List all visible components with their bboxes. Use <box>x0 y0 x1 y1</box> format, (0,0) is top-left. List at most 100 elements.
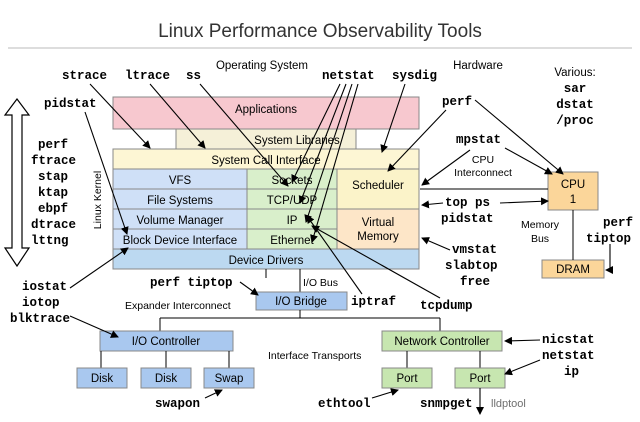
arrow-tiptop-dram <box>605 244 613 274</box>
tool-dstat: dstat <box>556 98 594 112</box>
label-linux-kernel: Linux Kernel <box>92 171 104 229</box>
tool-swapon: swapon <box>155 397 200 411</box>
arrow-ss <box>199 83 289 187</box>
file-systems-label: File Systems <box>147 195 213 207</box>
arrow-netstat-port <box>504 359 541 376</box>
tool-stap: stap <box>38 170 68 184</box>
io-controller-label: I/O Controller <box>132 336 201 348</box>
arrow-netstat-tcp <box>298 83 347 204</box>
label-various: Various: <box>554 67 595 79</box>
box-tcp-udp: TCP/UDP <box>246 188 338 210</box>
arrow-ltrace <box>149 83 206 149</box>
arrow-tcpdump <box>311 225 441 299</box>
ethernet-label: Ethernet <box>270 235 314 247</box>
tool-ss: ss <box>186 69 201 83</box>
box-scheduler: Scheduler <box>336 168 420 210</box>
cpu-label-1: CPU <box>561 179 585 191</box>
tool-perf-dram: perf <box>603 216 633 230</box>
box-applications: Applications <box>112 96 420 130</box>
arrow-topps <box>421 200 444 209</box>
tool-snmpget: snmpget <box>420 397 473 411</box>
label-operating-system: Operating System <box>216 60 308 72</box>
box-block-device-interface: Block Device Interface <box>112 228 248 250</box>
arrow-netstat-ip <box>304 83 353 223</box>
tool-arrows <box>69 83 613 415</box>
arrow-perf-cpu <box>474 99 564 175</box>
label-expander-interconnect: Expander Interconnect <box>125 300 231 312</box>
cpu-label-2: 1 <box>570 194 576 206</box>
tool-proc: /proc <box>556 114 594 128</box>
arrow-sysdig <box>380 83 406 153</box>
port-1-label: Port <box>396 373 418 385</box>
label-hardware: Hardware <box>453 60 503 72</box>
disk-1-label: Disk <box>91 373 114 385</box>
tool-sar: sar <box>564 82 587 96</box>
tool-vmstat: vmstat <box>452 243 497 257</box>
box-io-controller: I/O Controller <box>99 330 234 352</box>
tool-lttng: lttng <box>31 234 69 248</box>
arrow-mpstat-scheduler <box>421 149 471 186</box>
box-ip: IP <box>246 208 338 230</box>
port-2-label: Port <box>469 373 491 385</box>
tool-perf-right: perf <box>442 95 472 109</box>
box-file-systems: File Systems <box>112 188 248 210</box>
label-cpu-interconnect-1: CPU <box>472 154 494 166</box>
box-network-controller: Network Controller <box>381 330 503 352</box>
kernel-span-double-arrow <box>3 98 31 268</box>
diagram-title: Linux Performance Observability Tools <box>158 21 482 42</box>
tool-ebpf: ebpf <box>38 202 68 216</box>
arrow-pidstat-left <box>84 111 129 235</box>
arrow-mpstat-cpu <box>504 147 553 175</box>
arrow-ethtool <box>371 388 399 399</box>
arrow-blktrace <box>69 315 119 338</box>
tool-top-ps: top ps <box>445 196 490 210</box>
tool-lldptool: lldptool <box>491 398 526 410</box>
tool-tcpdump: tcpdump <box>420 299 473 313</box>
tool-iostat: iostat <box>22 280 67 294</box>
swap-label: Swap <box>215 373 244 385</box>
applications-label: Applications <box>235 104 297 116</box>
box-volume-manager: Volume Manager <box>112 208 248 230</box>
arrow-perf-scheduler <box>387 109 447 172</box>
block-device-interface-label: Block Device Interface <box>123 235 237 247</box>
disk-2-label: Disk <box>155 373 178 385</box>
label-io-bus: I/O Bus <box>303 277 338 289</box>
tool-perf-left: perf <box>38 138 68 152</box>
box-vfs: VFS <box>112 168 248 190</box>
tool-ftrace: ftrace <box>31 154 76 168</box>
box-sockets: Sockets <box>246 168 338 190</box>
tool-tiptop-dram: tiptop <box>586 232 631 246</box>
label-memory-bus-2: Bus <box>531 233 549 245</box>
box-dram: DRAM <box>541 259 605 279</box>
tool-netstat-top: netstat <box>322 69 375 83</box>
box-disk-2: Disk <box>140 367 192 389</box>
tool-slabtop: slabtop <box>445 259 498 273</box>
dram-label: DRAM <box>556 264 590 276</box>
tool-pidstat-right: pidstat <box>441 212 494 226</box>
tool-nicstat: nicstat <box>542 333 595 347</box>
volume-manager-label: Volume Manager <box>137 215 224 227</box>
virtual-memory-label-2: Memory <box>357 231 399 243</box>
ip-label: IP <box>287 215 298 227</box>
box-swap: Swap <box>203 367 255 389</box>
box-port-1: Port <box>381 367 433 389</box>
label-memory-bus-1: Memory <box>521 219 560 231</box>
tcp-udp-label: TCP/UDP <box>267 195 318 207</box>
tool-dtrace: dtrace <box>31 218 76 232</box>
device-drivers-label: Device Drivers <box>229 255 304 267</box>
arrow-vmstat <box>421 237 451 251</box>
tool-ltrace: ltrace <box>125 69 170 83</box>
arrow-swapon <box>204 389 223 399</box>
tool-mpstat: mpstat <box>456 133 501 147</box>
tool-iptraf: iptraf <box>351 295 396 309</box>
arrow-netstat-sockets <box>291 83 341 183</box>
tool-ethtool: ethtool <box>318 397 371 411</box>
scheduler-label: Scheduler <box>352 180 404 192</box>
tool-ktap: ktap <box>38 186 68 200</box>
label-cpu-interconnect-2: Interconnect <box>454 167 512 179</box>
arrow-perf-tiptop-bridge <box>239 281 259 296</box>
box-virtual-memory: Virtual Memory <box>336 208 420 250</box>
box-io-bridge: I/O Bridge <box>255 291 348 311</box>
box-cpu: CPU 1 <box>547 171 599 211</box>
arrow-topps-cpu <box>499 197 549 206</box>
